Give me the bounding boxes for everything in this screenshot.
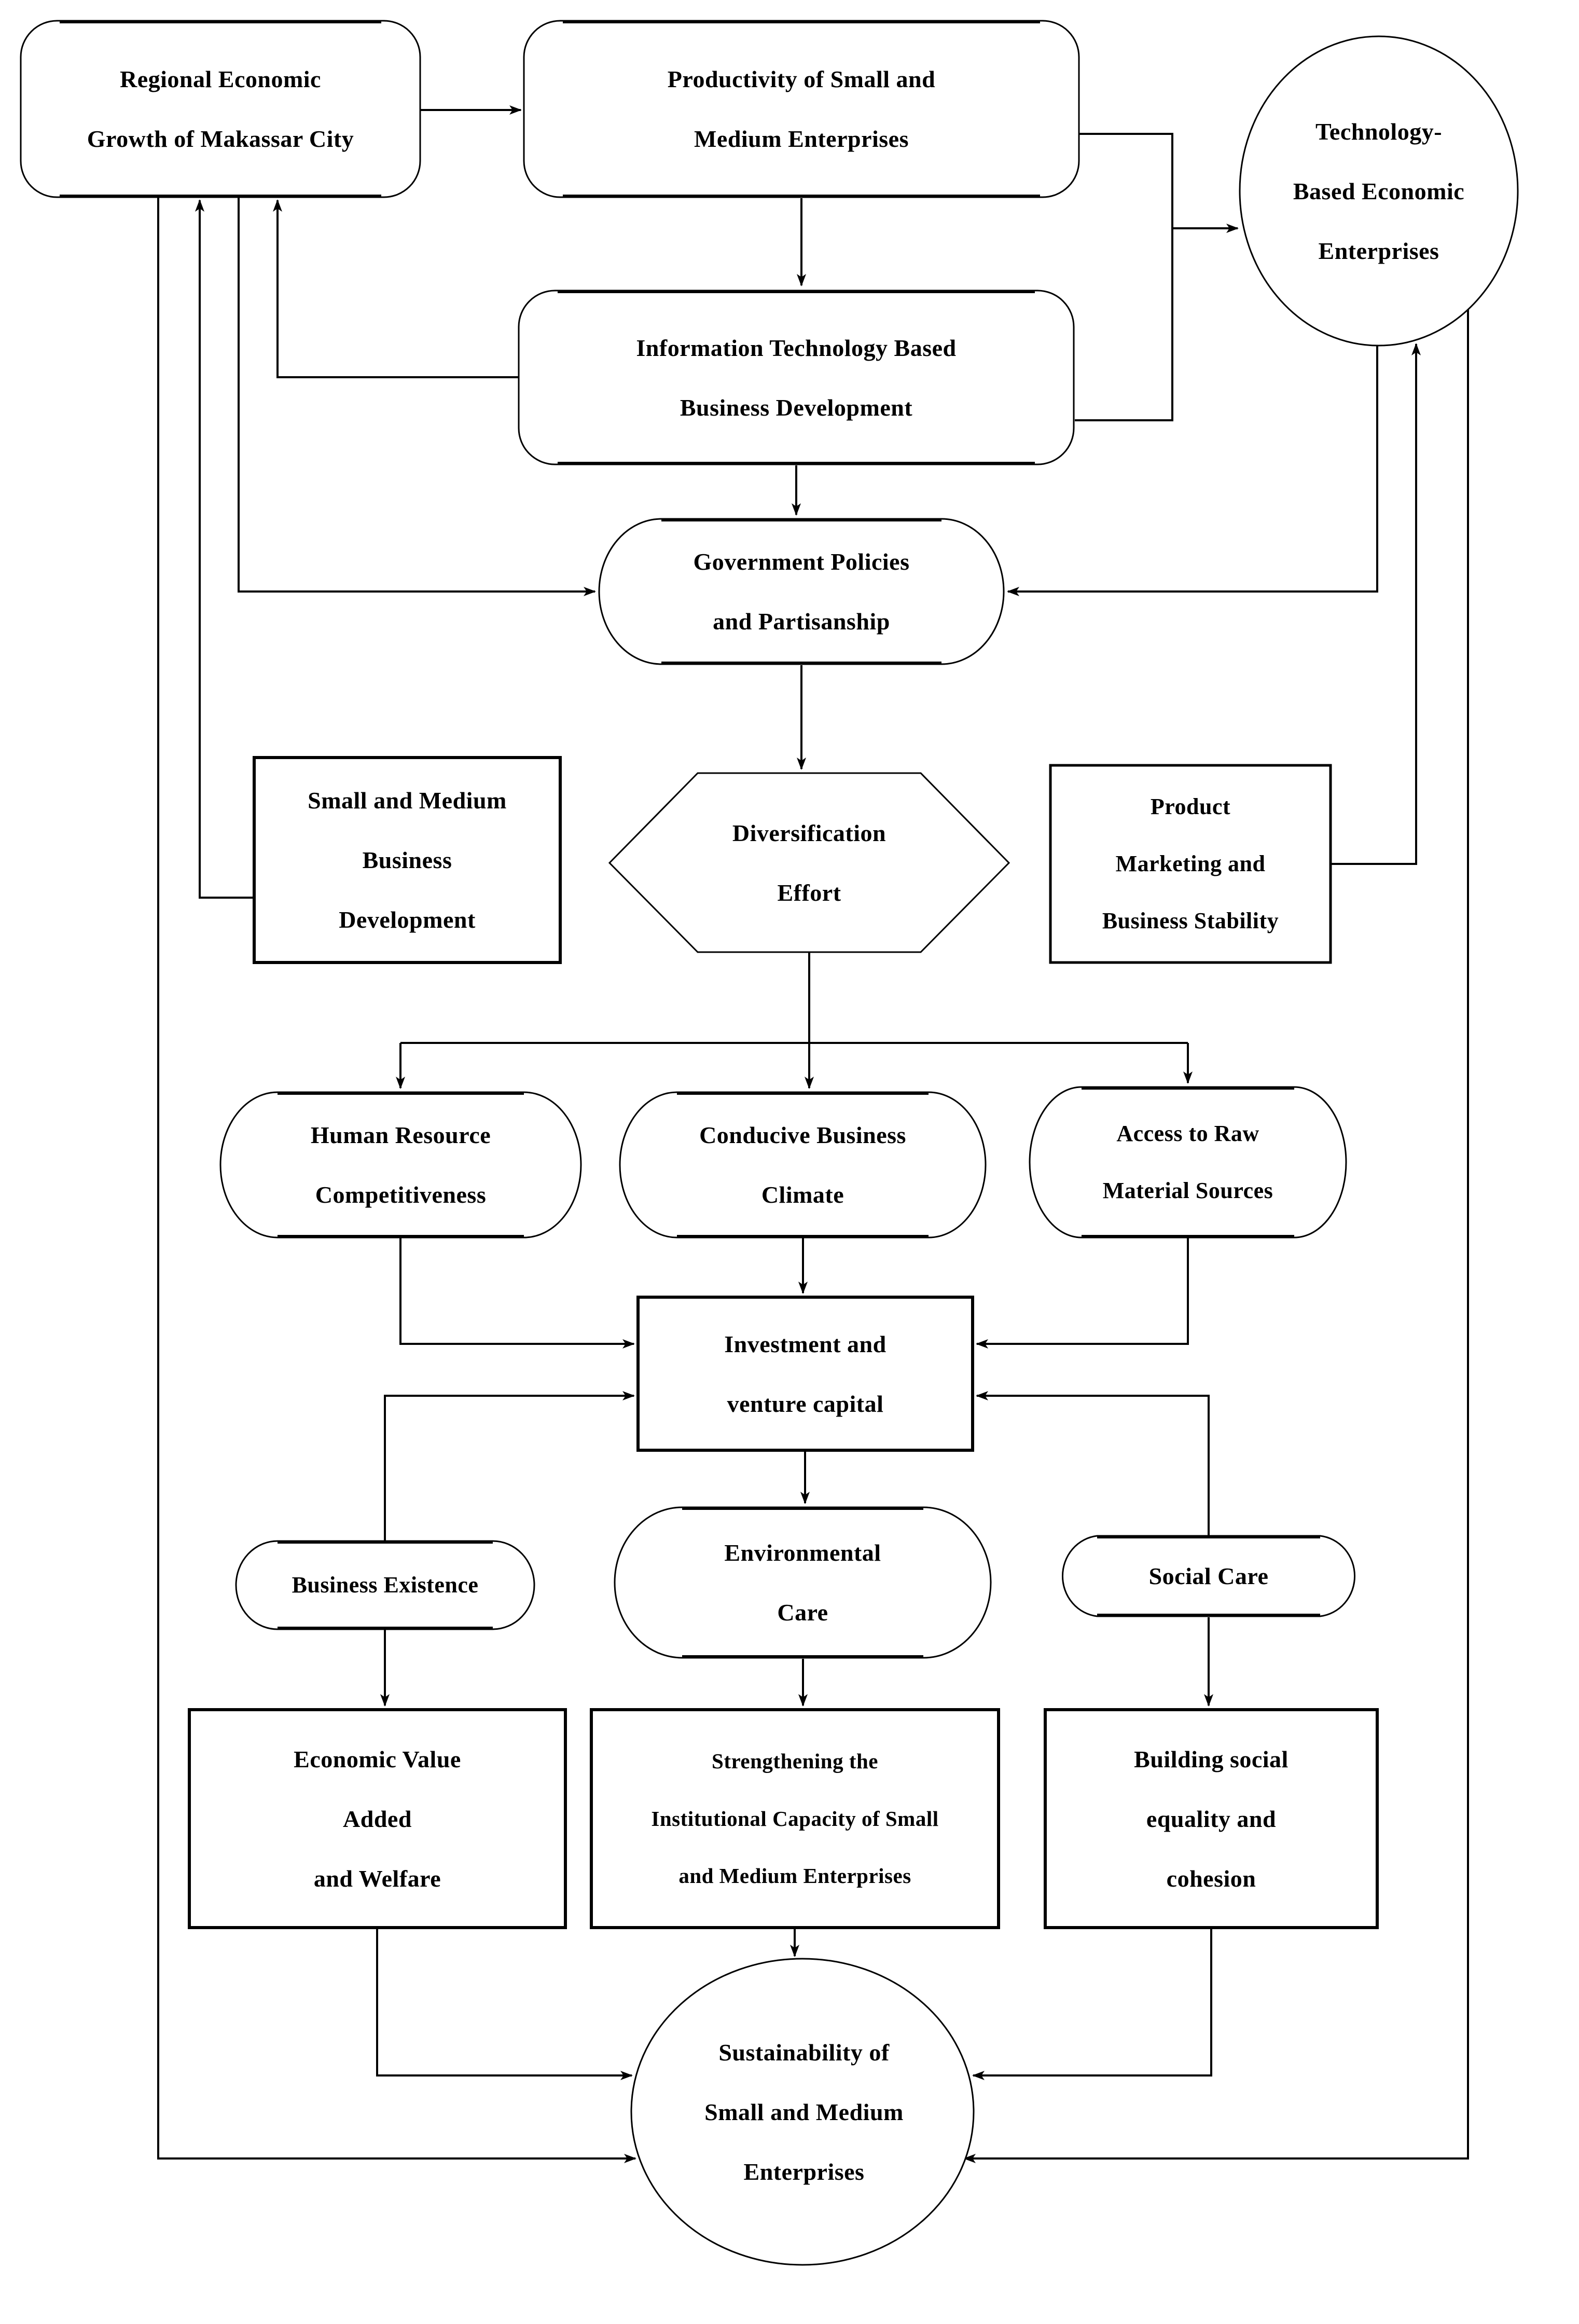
govpol-shape-outline: [598, 518, 1005, 665]
edge-itdev-to-regional: [273, 199, 519, 378]
building-box-outline: [1044, 1708, 1379, 1929]
edge-busexist-to-investment: [384, 1391, 635, 1541]
edge-econval-to-sustain: [376, 1929, 633, 2080]
edge-technology-to-govpol: [1007, 346, 1378, 596]
sustain-ellipse-outline: [630, 1958, 975, 2266]
edge-building-to-sustain: [972, 1929, 1212, 2080]
edge-hr-to-investment: [399, 1237, 635, 1349]
econval-box-outline: [188, 1708, 567, 1929]
climate-shape-outline: [619, 1091, 987, 1239]
technology-circle-outline: [1239, 35, 1519, 347]
edge-socialcare-to-investment: [976, 1391, 1210, 1536]
edge-smbiz-to-regional: [195, 199, 254, 899]
socialcare-shape-outline: [1062, 1535, 1355, 1617]
regional-box-outline: [20, 20, 421, 198]
edge-regional-to-govpol: [238, 197, 596, 596]
edge-prodmkt-to-technology: [1331, 343, 1421, 865]
prodmkt-box-outline: [1049, 764, 1332, 964]
hr-shape-outline: [219, 1091, 582, 1239]
busexist-shape-outline: [235, 1540, 535, 1630]
edge-access-to-investment: [976, 1237, 1189, 1349]
diversification-hexagon-outline: [608, 772, 1010, 953]
itdev-box-outline: [518, 290, 1075, 465]
investment-box-outline: [636, 1296, 974, 1452]
strength-box-outline: [590, 1708, 1000, 1929]
edge-productivity-itdev-merge: [1075, 133, 1173, 421]
smbiz-box-outline: [253, 756, 562, 964]
productivity-box-outline: [523, 20, 1080, 198]
access-shape-outline: [1029, 1086, 1347, 1239]
edge-regional-to-sustain: [157, 197, 636, 2163]
envcare-shape-outline: [614, 1506, 992, 1659]
edge-technology-to-sustain: [963, 310, 1469, 2163]
